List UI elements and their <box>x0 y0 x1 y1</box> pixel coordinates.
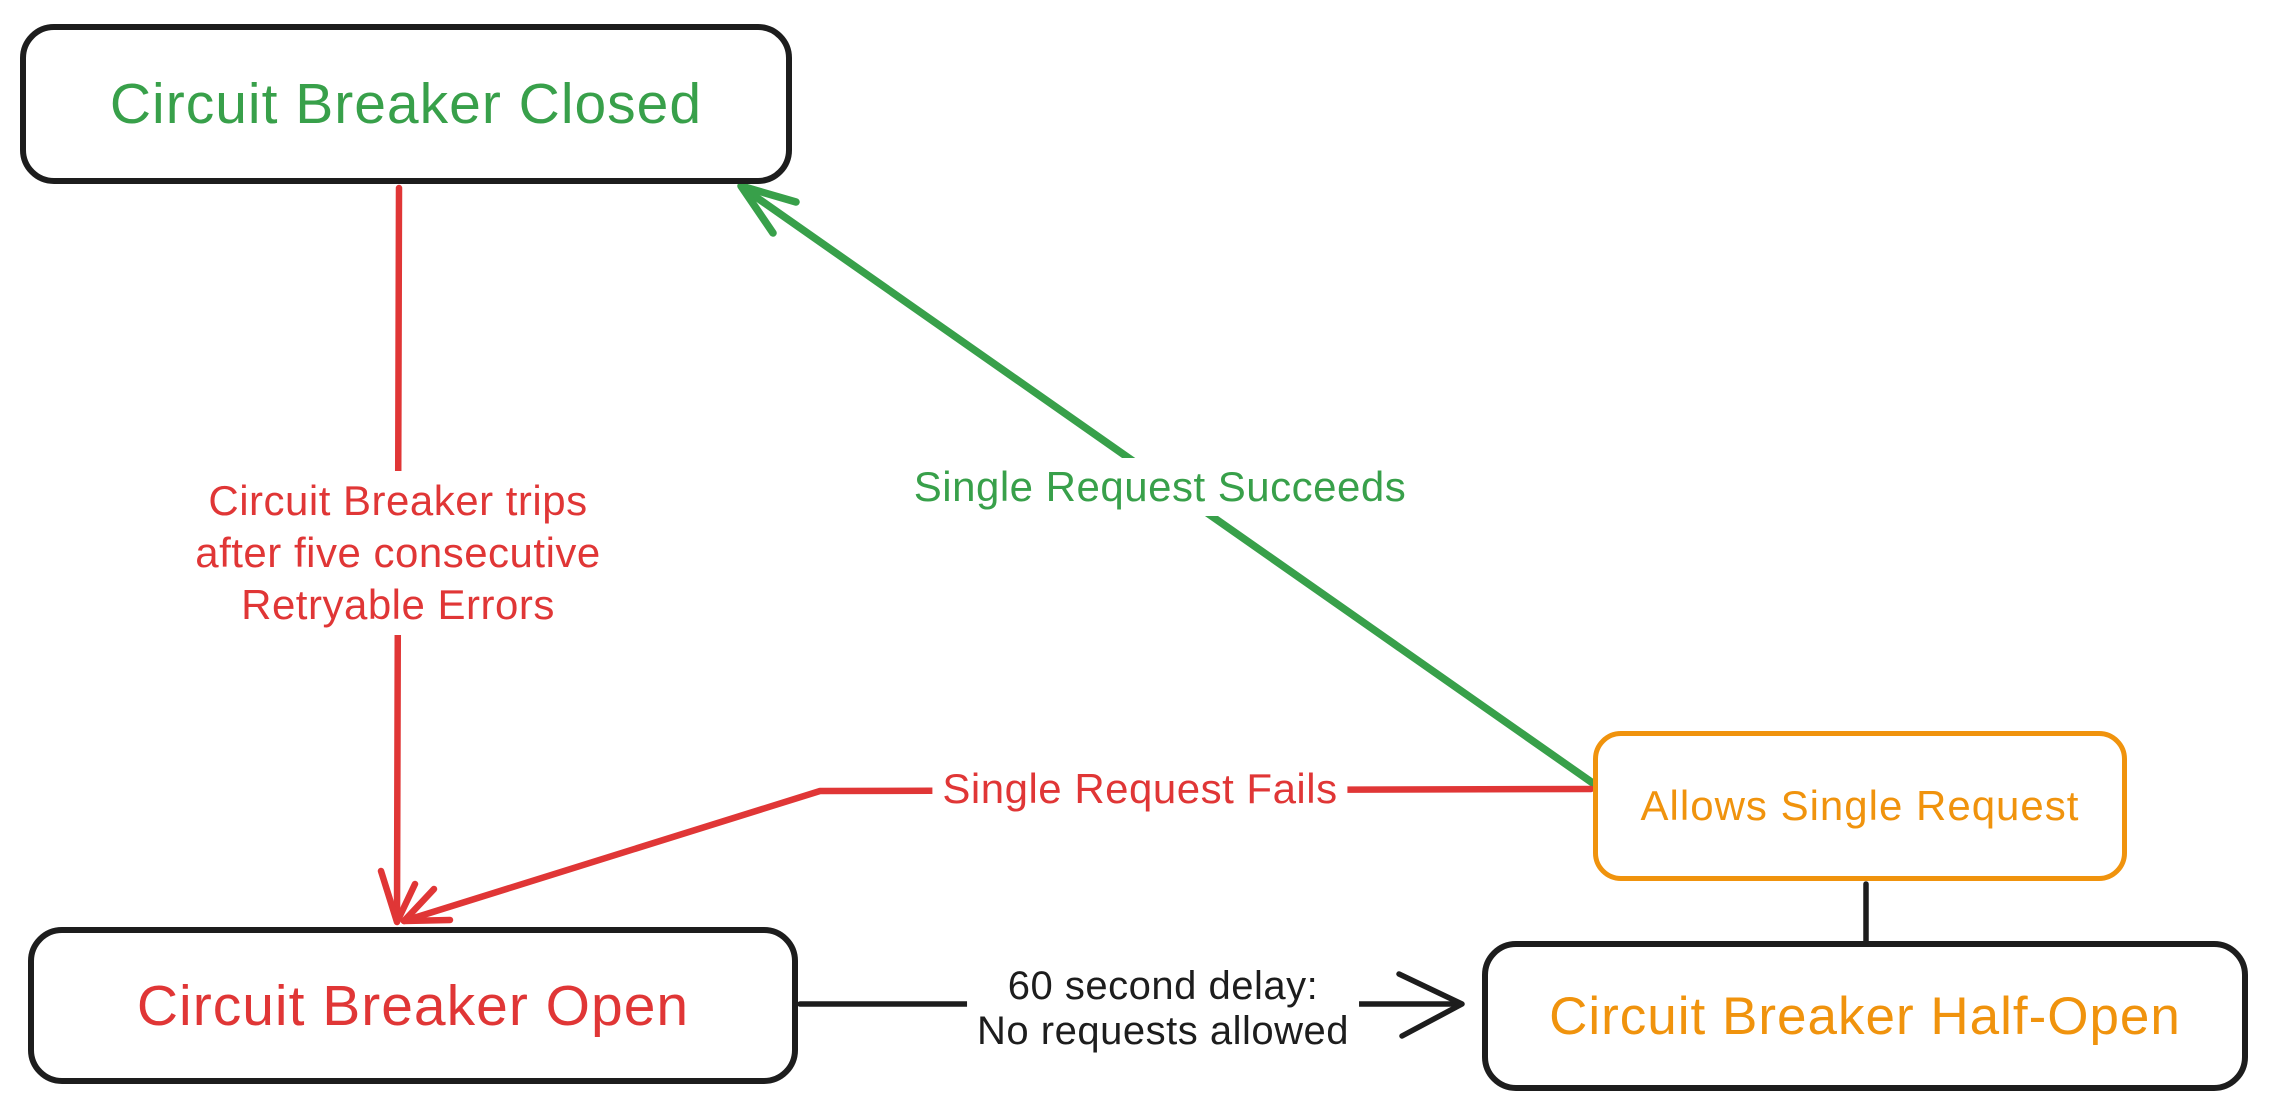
node-half-open-label: Circuit Breaker Half-Open <box>1549 986 2181 1046</box>
delay-arrowhead-icon <box>1396 971 1465 1039</box>
node-circuit-breaker-half-open: Circuit Breaker Half-Open <box>1482 941 2248 1091</box>
edge-label-trips: Circuit Breaker trips after five consecu… <box>185 471 611 635</box>
node-circuit-breaker-closed: Circuit Breaker Closed <box>20 24 792 184</box>
trips-arrowhead-icon <box>377 867 419 926</box>
edge-label-fails-text: Single Request Fails <box>942 765 1338 812</box>
edge-label-succeeds-text: Single Request Succeeds <box>913 463 1407 510</box>
edge-label-trips-line-2: after five consecutive <box>195 529 601 576</box>
fails-arrowhead-icon <box>400 885 454 925</box>
node-circuit-breaker-open: Circuit Breaker Open <box>28 927 798 1084</box>
edge-label-fails: Single Request Fails <box>932 760 1348 818</box>
edge-label-delay-line-2: No requests allowed <box>977 1009 1349 1053</box>
node-allows-single-request: Allows Single Request <box>1593 731 2127 881</box>
edge-label-delay-line-1: 60 second delay: <box>1007 964 1319 1008</box>
edge-label-trips-line-3: Retryable Errors <box>241 581 555 628</box>
edge-label-succeeds: Single Request Succeeds <box>903 458 1417 516</box>
edge-label-delay: 60 second delay: No requests allowed <box>967 960 1359 1058</box>
node-open-label: Circuit Breaker Open <box>136 973 690 1038</box>
edge-label-trips-line-1: Circuit Breaker trips <box>208 477 588 524</box>
succeeds-arrowhead-icon <box>737 182 800 237</box>
node-allows-label: Allows Single Request <box>1640 782 2080 829</box>
node-closed-label: Circuit Breaker Closed <box>109 72 703 136</box>
